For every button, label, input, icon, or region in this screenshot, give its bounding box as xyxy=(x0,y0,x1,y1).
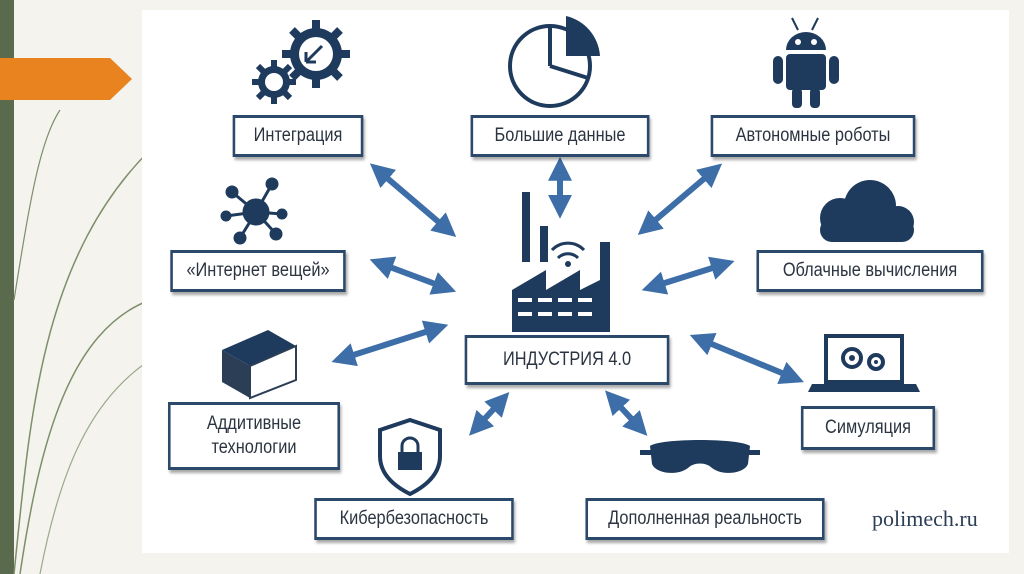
node-additive-label-line1: Аддитивные xyxy=(206,413,302,435)
laptop-gears-icon xyxy=(808,334,920,392)
arrow-ar xyxy=(605,390,648,436)
robot-icon xyxy=(773,17,839,108)
node-simulation-label: Симуляция xyxy=(825,417,911,439)
slide-accent-arrow xyxy=(0,58,132,100)
arrow-simulation xyxy=(689,333,804,385)
slide-side-band xyxy=(0,0,14,574)
source-label: polimech.ru xyxy=(872,506,978,531)
arrow-additive xyxy=(331,320,449,367)
node-additive: Аддитивные технологии xyxy=(168,402,340,470)
node-iot: «Интернет вещей» xyxy=(170,250,346,292)
arrow-cybersecurity xyxy=(469,392,510,436)
arrow-cloud xyxy=(641,256,735,295)
gears-icon xyxy=(252,20,350,104)
center-industry: ИНДУСТРИЯ 4.0 xyxy=(464,335,670,385)
node-ar-label: Дополненная реальность xyxy=(608,508,802,530)
node-robots: Автономные роботы xyxy=(710,115,916,157)
network-icon xyxy=(220,177,288,245)
node-integration: Интеграция xyxy=(232,115,364,157)
factory-icon xyxy=(512,192,610,332)
node-cloud-label: Облачные вычисления xyxy=(782,260,958,282)
node-ar: Дополненная реальность xyxy=(585,498,825,540)
node-additive-label-line2: технологии xyxy=(211,437,297,458)
center-industry-label: ИНДУСТРИЯ 4.0 xyxy=(502,349,632,371)
node-simulation: Симуляция xyxy=(800,406,936,450)
shield-lock-icon xyxy=(378,417,442,497)
node-robots-label: Автономные роботы xyxy=(735,125,891,147)
node-iot-label: «Интернет вещей» xyxy=(186,260,330,282)
node-big-data: Большие данные xyxy=(470,115,650,157)
arrow-integration xyxy=(369,163,457,238)
vr-goggles-icon xyxy=(640,440,760,473)
decorative-curves xyxy=(13,109,151,574)
arrow-iot xyxy=(369,256,457,295)
node-cloud: Облачные вычисления xyxy=(756,250,984,292)
arrow-robots xyxy=(637,163,723,235)
pie-chart-icon xyxy=(508,16,600,108)
node-cybersecurity: Кибербезопасность xyxy=(314,498,514,540)
node-integration-label: Интеграция xyxy=(253,125,343,147)
cloud-icon xyxy=(820,180,914,242)
node-big-data-label: Большие данные xyxy=(494,125,626,147)
cube-icon xyxy=(222,330,297,400)
node-cybersecurity-label: Кибербезопасность xyxy=(339,508,489,530)
